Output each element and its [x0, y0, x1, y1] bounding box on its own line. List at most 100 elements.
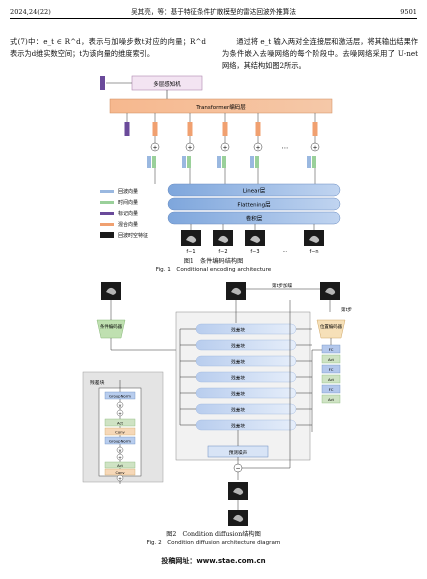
- residual-block-2: 残差块: [180, 355, 312, 367]
- input-frame-1: [181, 224, 201, 246]
- svg-text:+: +: [312, 145, 317, 152]
- svg-text:+: +: [222, 145, 227, 152]
- act-layer: [104, 461, 136, 469]
- transformer-label: Transformer编码层: [195, 103, 246, 111]
- fc-act-stack: FC Act FC Act FC Act: [321, 344, 341, 404]
- multiply-operator: [116, 401, 124, 409]
- token-column-3: +: [217, 113, 230, 184]
- act-layer-label: Act: [328, 377, 335, 382]
- svg-text:+: +: [118, 476, 122, 482]
- step-add-label: 第t步加噪: [272, 282, 293, 289]
- act-layer: [104, 418, 136, 427]
- multiply-operator: [116, 446, 124, 454]
- input-frame-3: [245, 224, 265, 246]
- running-header: 2024,24(22) 吴其亮，等：基于特征条件扩散模型的雷达回波外推算法 95…: [10, 6, 417, 19]
- residual-block-label: 残差块: [231, 423, 245, 430]
- legend-label-feature: 回波时空特征: [118, 232, 148, 239]
- act-layer-label: Act: [328, 397, 335, 402]
- residual-block-3: 残差块: [180, 371, 312, 383]
- svg-text:+: +: [118, 455, 122, 461]
- svg-text:+: +: [118, 411, 122, 417]
- header-title: 吴其亮，等：基于特征条件扩散模型的雷达回波外推算法: [131, 8, 296, 16]
- svg-text:+: +: [187, 145, 192, 152]
- residual-detail-title: 残差块: [90, 379, 105, 386]
- token-column-4: +: [250, 113, 263, 184]
- header-issue: 2024,24(22): [10, 8, 51, 16]
- figure-2-caption-cn: 图2 Condition diffusion结构图: [166, 531, 261, 538]
- fc-layer-label: FC: [329, 347, 334, 352]
- residual-detail-layers: GroupNorm × + Act Conv GroupNorm × + Act…: [104, 391, 136, 476]
- linear-layer-label: Linear层: [243, 188, 266, 195]
- flattening-layer-box: [167, 197, 341, 211]
- token-column-2: +: [182, 113, 195, 184]
- residual-block-0: 残差块: [180, 323, 312, 335]
- groupnorm-layer-label: GroupNorm: [109, 439, 131, 444]
- figure-1-caption-cn: 图1 条件编码结构图: [183, 258, 244, 265]
- residual-block-label: 残差块: [231, 375, 245, 382]
- legend-swatch-token: [100, 212, 114, 215]
- frame-label: f−3: [250, 249, 259, 255]
- right-column: 通过将 e_t 输入两对全连接层和激活层，将其输出结果作为条件嵌入去噪网络的每个…: [222, 36, 418, 72]
- act-layer-label: Act: [328, 357, 335, 362]
- predict-noise-label: 预测噪声: [229, 449, 248, 456]
- token-column-1: +: [147, 113, 160, 184]
- figure-1-legend: 回波向量 时间向量 标记向量 混合向量 回波时空特征: [100, 188, 148, 239]
- svg-text:×: ×: [118, 448, 122, 454]
- act-layer: [321, 374, 341, 384]
- act-layer-label: Act: [117, 421, 124, 426]
- svg-text:−: −: [235, 465, 240, 472]
- groupnorm-layer: [104, 391, 136, 400]
- residual-block-label: 残差块: [231, 359, 245, 366]
- flattening-layer-label: Flattening层: [237, 202, 271, 209]
- token-column-5: +: [307, 113, 320, 184]
- residual-block-label: 残差块: [231, 391, 245, 398]
- input-frame-2: [213, 224, 233, 246]
- add-operator: [116, 409, 124, 417]
- paragraph-unet-description: 通过将 e_t 输入两对全连接层和激活层，将其输出结果作为条件嵌入去噪网络的每个…: [222, 37, 418, 70]
- mlp-label: 多层感知机: [153, 80, 181, 88]
- frame-label: f−1: [186, 249, 195, 255]
- frame-label: ⋯: [283, 249, 288, 255]
- fc-layer-label: FC: [329, 387, 334, 392]
- frame-label: f−2: [218, 249, 227, 255]
- token-columns: + + +: [124, 113, 320, 184]
- groupnorm-layer-label: GroupNorm: [109, 394, 131, 399]
- fc-layer: [321, 384, 341, 394]
- legend-label-token: 标记向量: [118, 210, 138, 217]
- residual-block-rows: 残差块 残差块 残差块 残差块: [180, 323, 312, 431]
- fc-layer: [321, 364, 341, 374]
- residual-block-label: 残差块: [231, 327, 245, 334]
- figure-1-caption-en: Fig. 1 Conditional encoding architecture: [155, 267, 272, 273]
- conv-layer-label: Conv: [115, 430, 125, 435]
- residual-block-1: 残差块: [180, 339, 312, 351]
- input-frame-n: [304, 224, 324, 246]
- residual-block-label: 残差块: [231, 343, 245, 350]
- legend-swatch-time: [100, 201, 114, 204]
- add-operator: [116, 453, 124, 461]
- figure-2-diagram: 第t步加噪 第t步 条件编码器 位置编码器 FC Act FC Act FC A…: [82, 282, 352, 526]
- legend-label-echo: 回波向量: [118, 188, 138, 195]
- conv-layer: [104, 427, 136, 436]
- frame-labels: f−1 f−2 f−3 ⋯ f−n: [186, 249, 318, 255]
- position-encoder-label: 位置编码器: [320, 323, 343, 330]
- residual-block-5: 残差块: [180, 403, 312, 415]
- legend-swatch-feature: [100, 232, 114, 238]
- token-column-0: [124, 113, 130, 136]
- fc-layer-label: FC: [329, 367, 334, 372]
- conv-layer-label: 卷积层: [246, 215, 263, 223]
- output-vector: [100, 76, 105, 90]
- residual-block-label: 残差块: [231, 407, 245, 414]
- figure-2-caption-en: Fig. 2 Condition diffusion architecture …: [146, 540, 281, 546]
- token-ellipsis: ⋯: [282, 144, 289, 152]
- act-layer-label: Act: [117, 464, 123, 468]
- residual-block-6: 残差块: [180, 419, 312, 431]
- conv-layer-label: Conv: [115, 471, 125, 475]
- paragraph-equation-explanation: 式(7)中：e_t ∈ R^d，表示与加噪步数t对应的向量；R^d 表示为d维实…: [10, 37, 206, 58]
- frame-label: f−n: [309, 249, 318, 255]
- header-page-number: 9501: [400, 8, 417, 16]
- act-layer: [321, 354, 341, 364]
- residual-block-4: 残差块: [180, 387, 312, 399]
- svg-text:+: +: [152, 145, 157, 152]
- svg-text:+: +: [255, 145, 260, 152]
